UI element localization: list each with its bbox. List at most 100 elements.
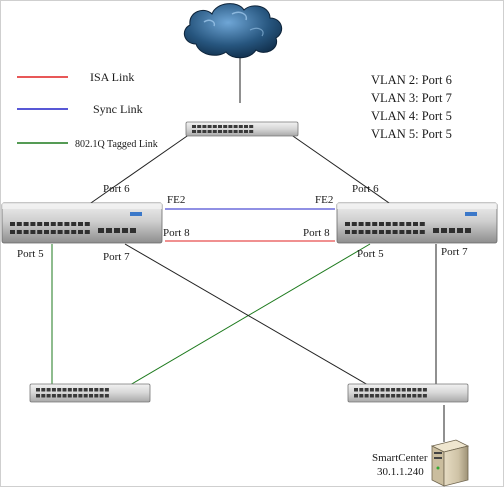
port-jack [249, 125, 254, 128]
port-jack [385, 388, 390, 392]
port-jack [10, 230, 15, 234]
port-jack [41, 388, 46, 392]
port-jack [83, 394, 88, 398]
port-jack [417, 388, 422, 392]
port-jack [375, 388, 380, 392]
port-jack [354, 394, 358, 398]
port-jack [44, 222, 49, 226]
port-jack [413, 230, 418, 234]
internet-cloud-icon [183, 3, 283, 59]
port-jack [380, 388, 385, 392]
port-jack [50, 230, 56, 234]
port-jack [345, 222, 350, 226]
port-jack [192, 130, 196, 133]
port-jack [351, 222, 357, 226]
port-jack [364, 394, 369, 398]
port-jack [406, 230, 412, 234]
port-jack [23, 222, 29, 226]
port-jack [30, 230, 36, 234]
port-jack [412, 388, 417, 392]
port-jack [457, 228, 463, 233]
legend-isa-label: ISA Link [90, 70, 134, 84]
port-jack [379, 222, 384, 226]
port-jack [98, 228, 104, 233]
port-jack [212, 130, 217, 133]
port-jack [407, 388, 411, 392]
port-jack [228, 125, 233, 128]
port-jack [99, 388, 104, 392]
port-jack [223, 125, 228, 128]
port-jack [396, 388, 401, 392]
port-jack [401, 388, 406, 392]
port-jack [71, 230, 77, 234]
port-jack [46, 388, 51, 392]
port-jack [84, 230, 90, 234]
label-right-port7: Port 7 [441, 246, 468, 258]
port-jack [104, 388, 109, 392]
label-right-port8: Port 8 [303, 227, 330, 239]
port-jack [419, 222, 425, 226]
port-jack [57, 222, 63, 226]
port-jack [89, 394, 93, 398]
port-jack [114, 228, 120, 233]
port-jack [57, 394, 62, 398]
port-jack [46, 394, 51, 398]
link-core-to-left-fw [87, 133, 191, 206]
port-jack [449, 228, 455, 233]
port-jack [238, 125, 243, 128]
port-jack [89, 388, 93, 392]
port-jack [99, 394, 104, 398]
port-jack [212, 125, 217, 128]
port-jack [372, 230, 378, 234]
server-ip: 30.1.1.240 [377, 466, 424, 478]
server-name: SmartCenter [372, 452, 428, 464]
port-jack [64, 222, 70, 226]
legend-sync-label: Sync Link [93, 102, 143, 116]
port-jack [422, 388, 427, 392]
port-jack [218, 125, 222, 128]
port-jack [50, 222, 56, 226]
label-left-port7: Port 7 [103, 251, 130, 263]
port-jack [57, 388, 62, 392]
tagged-link-cross [129, 243, 371, 386]
link-left-fw-to-right-access [124, 243, 369, 386]
port-jack [207, 125, 212, 128]
port-jack [10, 222, 15, 226]
port-jack [354, 388, 358, 392]
port-jack [207, 130, 212, 133]
port-jack [36, 394, 40, 398]
port-jack [244, 125, 248, 128]
label-right-port5: Port 5 [357, 248, 384, 260]
switch-icon [185, 121, 299, 137]
label-left-port5: Port 5 [17, 248, 44, 260]
port-jack [130, 228, 136, 233]
port-jack [84, 222, 90, 226]
port-jack [37, 222, 43, 226]
port-jack [369, 388, 374, 392]
port-jack [94, 388, 99, 392]
port-jack [122, 228, 128, 233]
port-jack [399, 222, 405, 226]
port-jack [78, 222, 83, 226]
port-jack [192, 125, 196, 128]
port-jack [202, 125, 207, 128]
vlan-map: VLAN 2: Port 6 VLAN 3: Port 7 VLAN 4: Po… [371, 73, 452, 141]
switch-icon [347, 383, 469, 403]
port-jack [78, 230, 83, 234]
port-jack [407, 394, 411, 398]
port-jack [391, 394, 396, 398]
port-jack [379, 230, 384, 234]
label-left-fe2: FE2 [167, 194, 185, 206]
legend: ISA Link Sync Link 802.1Q Tagged Link [17, 70, 158, 150]
port-jack [375, 394, 380, 398]
port-jack [358, 222, 364, 226]
vlan-line: VLAN 3: Port 7 [371, 91, 452, 105]
port-jack [67, 394, 72, 398]
port-jack [73, 388, 78, 392]
port-jack [71, 222, 77, 226]
port-jack [359, 394, 364, 398]
port-jack [422, 394, 427, 398]
left-firewall [1, 202, 163, 244]
